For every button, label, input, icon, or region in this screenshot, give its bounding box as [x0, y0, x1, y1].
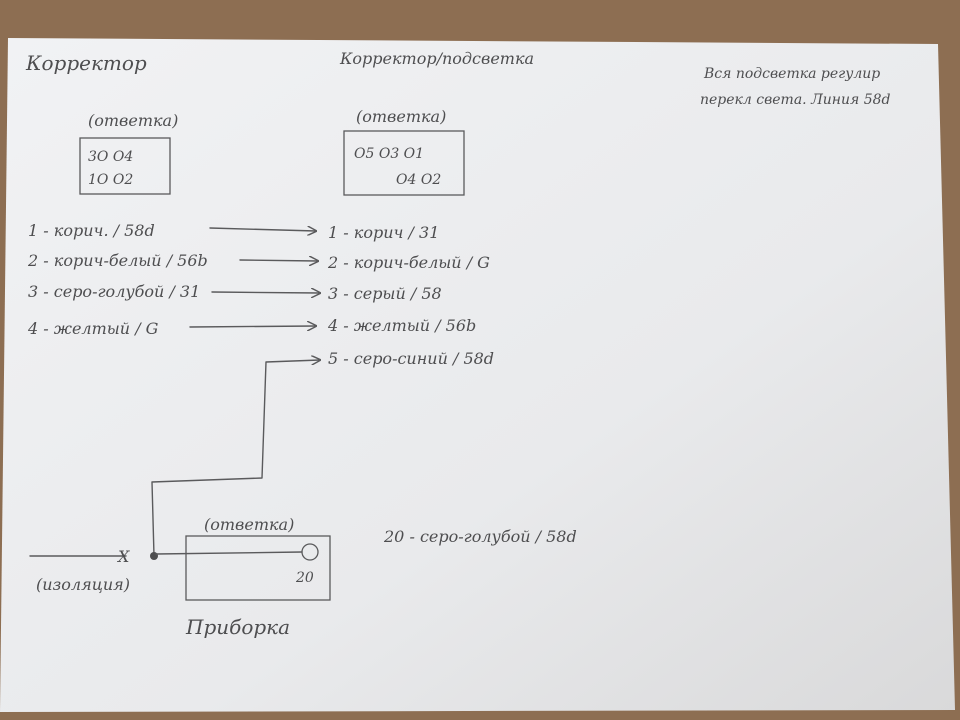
right-wire-3: 3 - серый / 58	[328, 284, 442, 303]
left-wire-2: 2 - корич-белый / 56b	[27, 251, 208, 270]
left-wire-4: 4 - желтый / G	[27, 319, 159, 338]
left-connector-row-2: 1O O2	[88, 172, 133, 188]
left-connector-box	[79, 137, 171, 195]
note-line-2: перекл света. Линия 58d	[700, 92, 891, 108]
isolation-label: (изоляция)	[36, 575, 130, 594]
right-wire-4: 4 - желтый / 56b	[327, 316, 476, 335]
left-connector-caption: (ответка)	[88, 111, 178, 130]
junction-dot	[150, 552, 158, 560]
dash-wire	[155, 551, 303, 555]
pin-20-icon	[301, 543, 319, 561]
left-title: Корректор	[25, 51, 147, 75]
center-connector: (ответка) O5 O3 O1 O4 O2	[343, 107, 465, 196]
center-title: Корректор/подсветка	[339, 49, 534, 68]
center-connector-box	[343, 130, 465, 196]
dashboard-connector: (ответка) 20	[185, 515, 331, 601]
right-wire-2: 2 - корич-белый / G	[327, 253, 490, 272]
cut-mark: X	[116, 547, 130, 566]
left-connector-row-1: 3O O4	[88, 149, 133, 165]
center-connector-caption: (ответка)	[356, 107, 446, 126]
dash-wire-note: 20 - серо-голубой / 58d	[383, 527, 577, 546]
wire-arrow-3	[211, 292, 320, 293]
dash-box	[185, 535, 331, 601]
center-connector-row-1: O5 O3 O1	[354, 146, 424, 162]
dash-caption: (ответка)	[204, 515, 294, 534]
wire-arrow-4	[189, 326, 316, 327]
note-line-1: Вся подсветка регулир	[703, 66, 880, 82]
wire-arrow-1	[209, 228, 316, 231]
center-connector-row-2: O4 O2	[396, 172, 441, 188]
pin-number: 20	[295, 570, 314, 586]
left-connector: (ответка) 3O O4 1O O2	[79, 111, 178, 195]
right-wire-5: 5 - серо-синий / 58d	[328, 349, 494, 368]
wire-arrow-2	[239, 260, 318, 261]
right-wire-1: 1 - корич / 31	[328, 223, 439, 242]
dash-name: Приборка	[185, 615, 290, 639]
left-wire-1: 1 - корич. / 58d	[28, 221, 155, 240]
wire-5-route	[151, 360, 320, 557]
paper-sheet	[0, 38, 955, 712]
left-wire-3: 3 - серо-голубой / 31	[28, 282, 200, 301]
